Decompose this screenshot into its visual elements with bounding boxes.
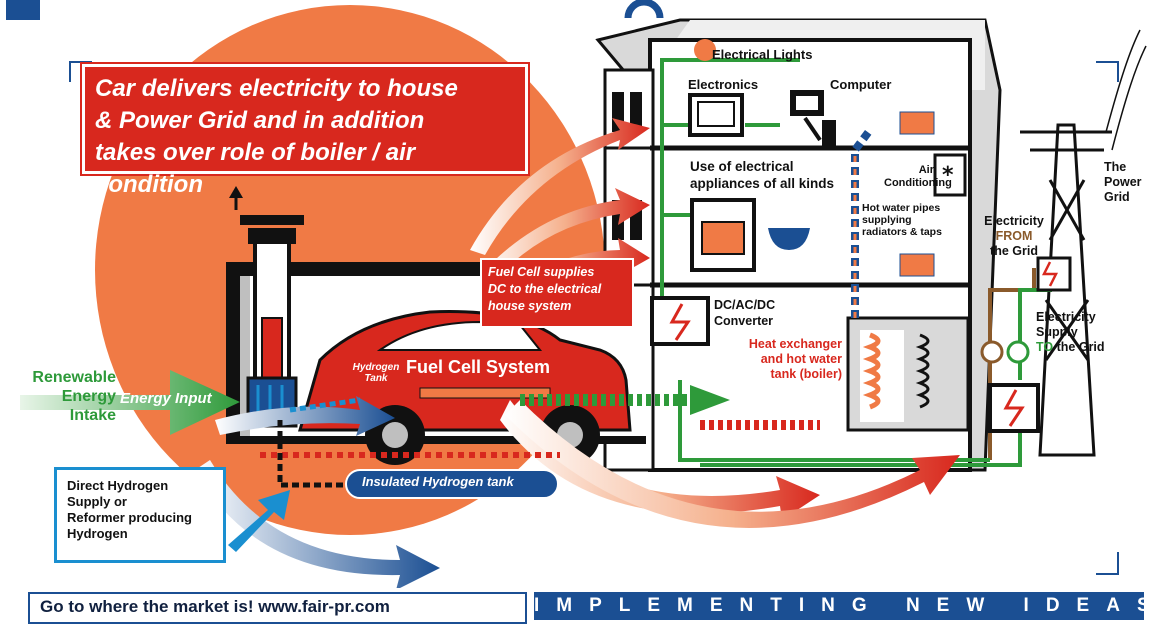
top-logo-arc <box>624 0 664 19</box>
flow-arrows <box>20 118 960 590</box>
label-electricity-supply-to-grid-line1: Electricity Supply <box>1036 310 1096 339</box>
footer-slogan-text: IMPLEMENTING NEW IDEAS <box>534 595 1149 616</box>
label-electricity-from-grid-line3: the Grid <box>990 244 1038 258</box>
footer-website-box[interactable]: Go to where the market is! www.fair-pr.c… <box>28 592 527 624</box>
label-insulated-hydrogen-tank: Insulated Hydrogen tank <box>362 474 514 489</box>
label-electricity-supply-to-grid-line2: TO the Grid <box>1036 340 1126 355</box>
car <box>298 310 632 465</box>
corner-tab <box>6 0 40 20</box>
converter-bolt <box>669 303 691 341</box>
label-fuel-cell-system: Fuel Cell System <box>406 357 551 377</box>
label-heat-exchanger: Heat exchanger and hot water tank (boile… <box>748 337 842 381</box>
meter-out-icon <box>1006 340 1030 364</box>
fuel-cell-supply-text: Fuel Cell supplies DC to the electrical … <box>488 265 602 313</box>
boiler-tank <box>846 316 970 432</box>
direct-hydrogen-supply-text: Direct Hydrogen Supply or Reformer produ… <box>67 478 192 541</box>
label-use-of-appliances: Use of electrical appliances of all kind… <box>690 159 835 191</box>
frame-corners <box>69 61 1119 575</box>
meter-in-icon <box>980 340 1004 364</box>
label-energy-input: Energy Input <box>120 390 212 407</box>
label-renewable-energy-intake: Renewable Energy Intake <box>32 369 116 424</box>
grid-converter-bolt <box>1003 389 1025 427</box>
direct-hydrogen-supply-box: Direct Hydrogen Supply or Reformer produ… <box>54 467 226 563</box>
label-to: TO <box>1036 340 1054 354</box>
snowflake-icon: * <box>942 163 954 188</box>
label-electronics: Electronics <box>688 77 759 92</box>
electronics-tv <box>688 93 744 137</box>
label-computer: Computer <box>830 77 892 92</box>
grid-meter-bolt <box>1041 261 1059 287</box>
light-bulb <box>694 39 716 61</box>
label-hot-water-pipes: Hot water pipes supplying radiators & ta… <box>862 202 942 238</box>
label-dc-converter: DC/AC/DC Converter <box>714 298 776 328</box>
headline-text: Car delivers electricity to house & Powe… <box>95 75 458 198</box>
computer-unit <box>790 90 836 146</box>
headline-banner: Car delivers electricity to house & Powe… <box>82 64 528 198</box>
footer-website-text[interactable]: Go to where the market is! www.fair-pr.c… <box>40 597 390 616</box>
label-electricity-from-grid-line1: Electricity <box>984 214 1044 228</box>
chimney-flow-arrow <box>228 490 290 552</box>
label-the-grid: the Grid <box>1056 340 1105 354</box>
hydrogen-pipe-blue <box>289 397 361 413</box>
label-hydrogen-tank: Hydrogen Tank <box>352 362 400 384</box>
fuel-cell-supply-box: Fuel Cell supplies DC to the electrical … <box>480 258 634 328</box>
label-electricity-supply-to-grid: Electricity Supply TO the Grid <box>1036 310 1126 355</box>
label-electricity-from-grid-line2: FROM <box>995 229 1033 243</box>
house-wiring <box>660 58 990 462</box>
hydrogen-tank-shape <box>345 469 559 499</box>
radiators <box>899 111 935 277</box>
label-air-conditioning: Air Conditioning <box>884 164 952 189</box>
label-electrical-lights: Electrical Lights <box>712 47 813 62</box>
label-the-power-grid: The Power Grid <box>1104 160 1142 204</box>
label-electricity-from-grid: Electricity FROM the Grid <box>976 214 1052 259</box>
power-tower <box>1020 29 1147 457</box>
oven <box>690 198 756 272</box>
sink <box>768 228 810 250</box>
footer-slogan-box: IMPLEMENTING NEW IDEAS <box>534 592 1149 620</box>
air-conditioner <box>933 153 967 197</box>
